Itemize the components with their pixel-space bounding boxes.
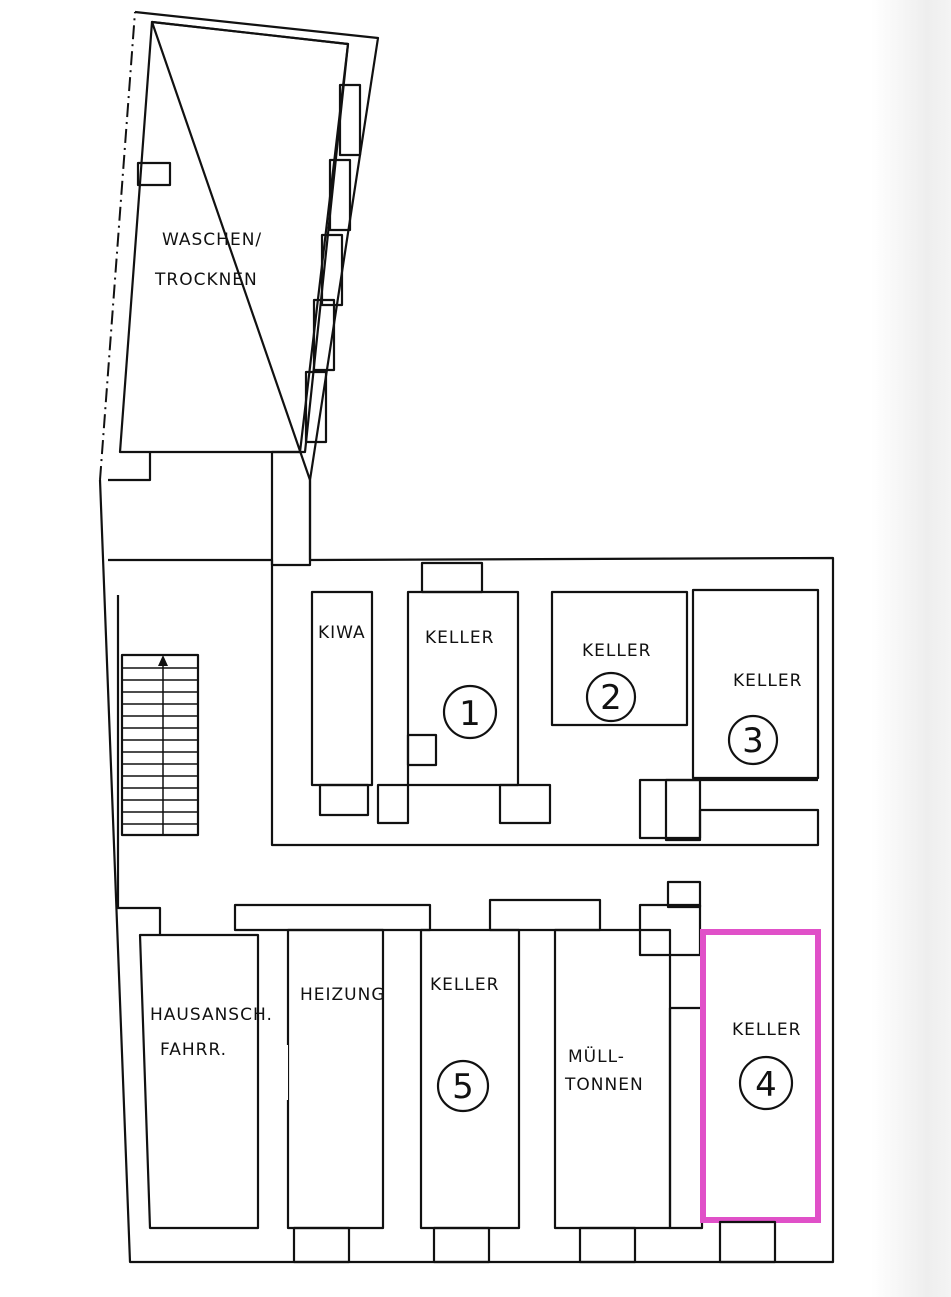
scan-edge-shadow: [871, 0, 951, 1297]
number-4: 4: [755, 1065, 777, 1105]
wall-pier: [376, 783, 410, 825]
window: [578, 1226, 637, 1264]
label-keller-4: KELLER: [732, 1020, 801, 1040]
room-kiwa: [310, 590, 374, 787]
number-5: 5: [452, 1067, 474, 1107]
label-tonnen: TONNEN: [564, 1075, 644, 1095]
wall-pier: [666, 880, 702, 909]
chimney: [406, 733, 438, 767]
window: [318, 783, 370, 817]
label-muell: MÜLL-: [568, 1045, 625, 1067]
room-keller-3: [691, 588, 820, 780]
property-line: [99, 11, 136, 481]
number-3: 3: [742, 721, 764, 761]
room-hausansch: [138, 933, 260, 1230]
label-heizung: HEIZUNG: [300, 985, 386, 1005]
room-keller-1: [406, 590, 520, 787]
label-trocknen: TROCKNEN: [154, 270, 258, 290]
window: [718, 1220, 777, 1264]
label-keller-5: KELLER: [430, 975, 499, 995]
wall-pier: [233, 903, 432, 932]
window: [420, 561, 484, 594]
corridor-wall: [116, 595, 162, 935]
corridor-wall: [108, 452, 152, 482]
label-hausansch: HAUSANSCH.: [150, 1005, 273, 1025]
outer-wall: [98, 10, 835, 1264]
stair-arrow-icon: [158, 655, 168, 666]
label-kiwa: KIWA: [318, 623, 366, 643]
corridor-wall: [108, 558, 820, 847]
wall-pier: [488, 898, 602, 932]
room-keller-4-highlight[interactable]: [700, 929, 821, 1223]
stairs: [120, 653, 200, 837]
number-1: 1: [459, 694, 481, 734]
room-keller-2: [550, 590, 689, 727]
label-fahrr: FAHRR.: [160, 1040, 227, 1060]
number-2: 2: [600, 678, 622, 718]
chimney: [136, 161, 172, 187]
room-heizung: [286, 928, 385, 1230]
wall-pier: [668, 1006, 704, 1230]
room-wasch-inner: [118, 20, 350, 454]
window: [292, 1226, 351, 1264]
label-wasch: WASCHEN/: [162, 230, 262, 250]
wall-pier: [638, 778, 702, 840]
label-keller-3: KELLER: [733, 671, 802, 691]
windows-wasch: [304, 83, 362, 444]
label-keller-1: KELLER: [425, 628, 494, 648]
window: [432, 1226, 491, 1264]
label-keller-2: KELLER: [582, 641, 651, 661]
wall-pier: [498, 783, 552, 825]
